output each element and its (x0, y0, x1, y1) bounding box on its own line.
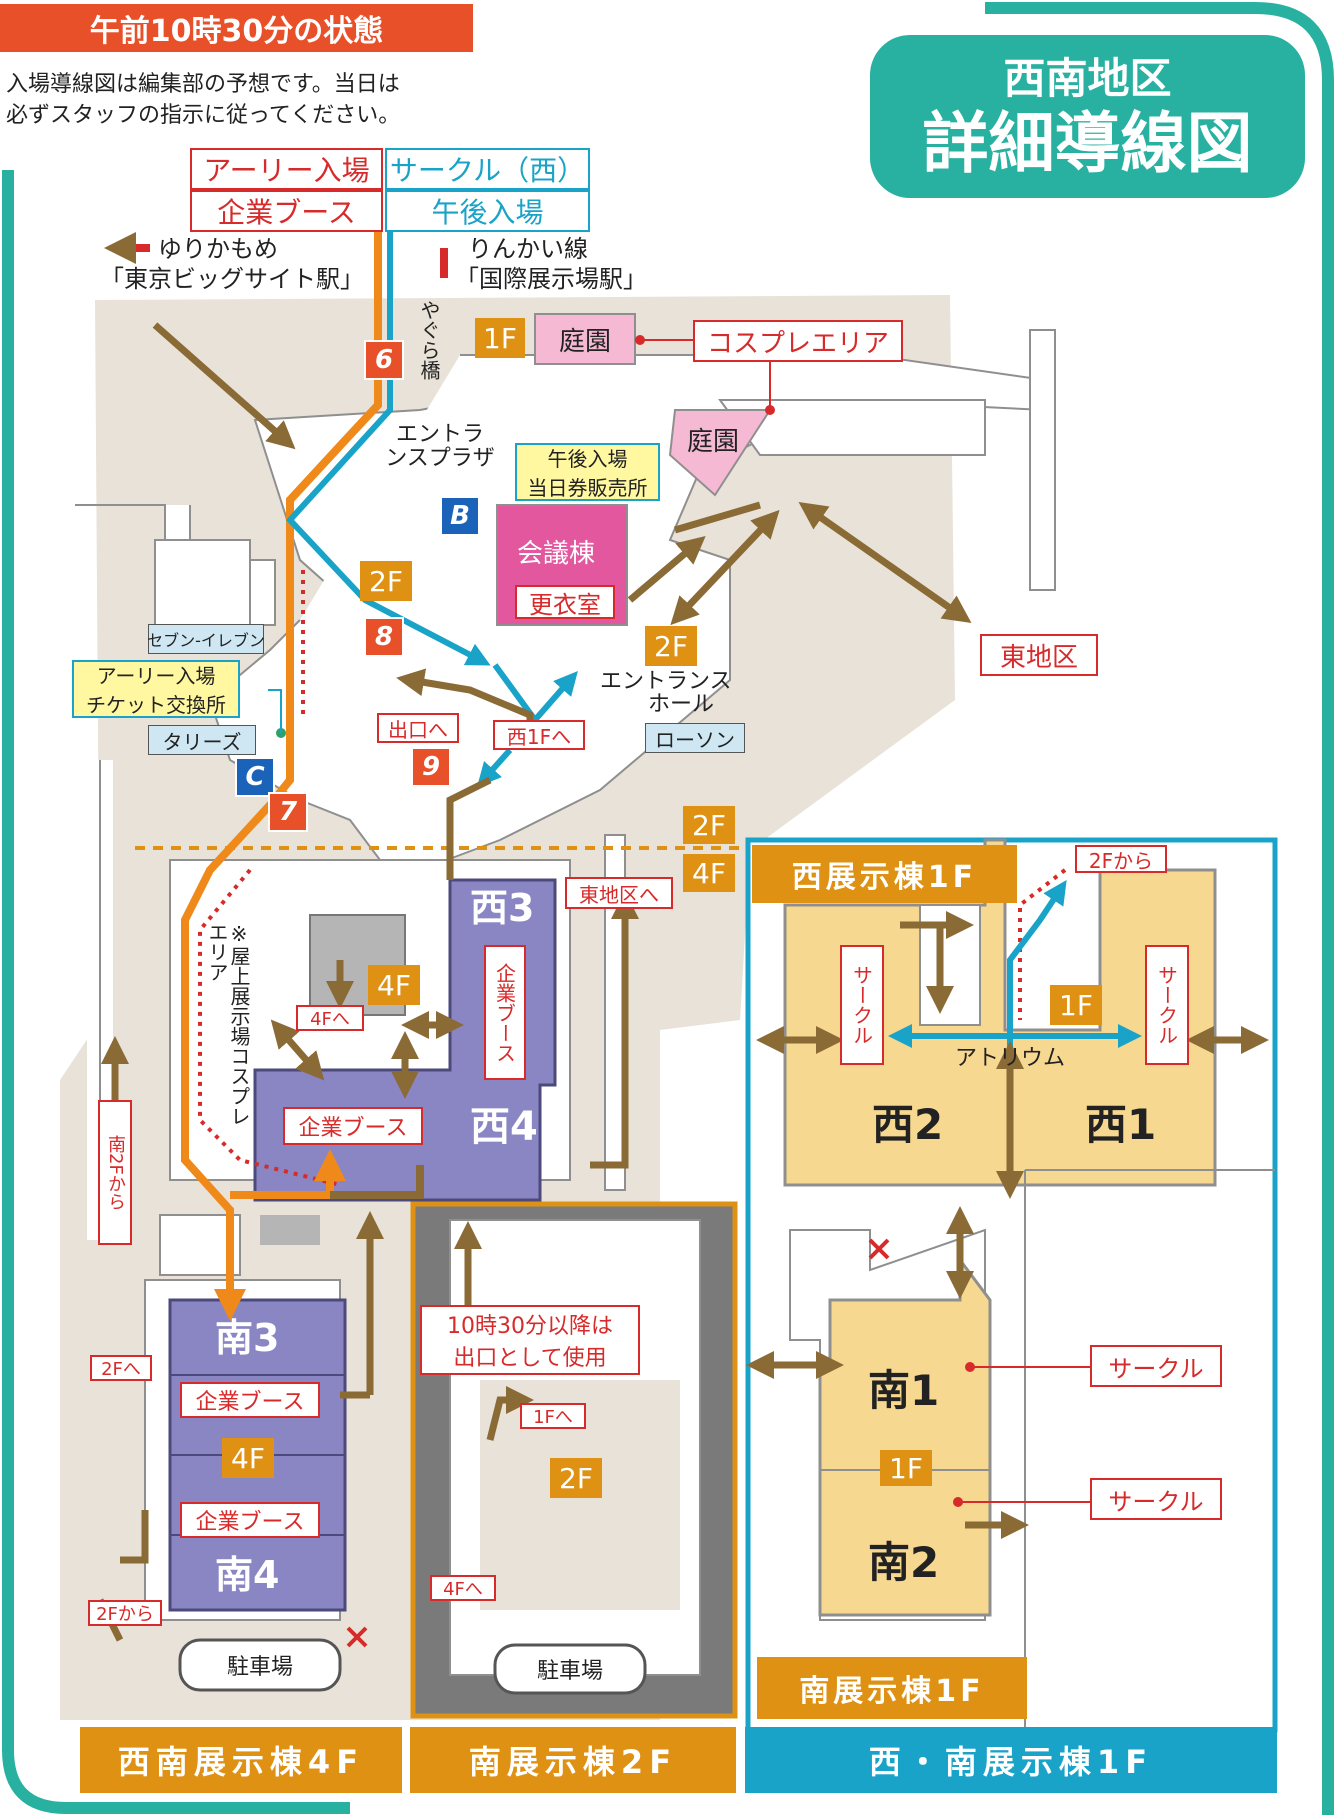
conference-label: 会議棟 (517, 539, 596, 569)
west-1f-atrium: アトリウム (955, 1046, 1066, 1071)
to-4f-label: 4Fへ (296, 1005, 364, 1031)
exit-note-line-1: 10時30分以降は (447, 1314, 613, 1339)
disclaimer-line-2: 必ずスタッフの指示に従ってください。 (6, 103, 401, 128)
rinkai-name: りんかい線 (468, 235, 588, 263)
west-4f-label: 4F (368, 965, 420, 1005)
yagura-bridge: やぐら橋 (417, 300, 441, 380)
changing-room-label: 更衣室 (515, 585, 615, 619)
east-area-label: 東地区 (980, 634, 1098, 676)
floor-2f-a: 2F (360, 561, 412, 601)
garden-floor-1f: 1F (475, 318, 525, 358)
to-1f-label: 1Fへ (520, 1403, 586, 1429)
corp-booth-south3: 企業ブース (180, 1382, 320, 1418)
gate-9-badge: 9 (411, 747, 451, 787)
afternoon-ticket-booth: 午後入場 当日券販売所 (515, 443, 660, 501)
from-south-2f-label: 南2Fから (98, 1100, 132, 1245)
south2-label: 南2 (868, 1538, 940, 1587)
south-2f-label: 2F (550, 1458, 602, 1498)
teal-frame-left (2, 170, 350, 1814)
south-4f-label: 4F (222, 1438, 274, 1478)
south-1f-floor: 1F (880, 1450, 932, 1486)
gate-c-badge: C (235, 757, 275, 797)
exit-to-label: 出口へ (377, 713, 459, 743)
gate-7-badge: 7 (268, 792, 308, 832)
teal-frame-right (985, 2, 1334, 1815)
entrance-hall-line-2: ホール (648, 692, 715, 717)
entrance-plaza-label: エントランスプラザ (385, 422, 495, 472)
tullys-label: タリーズ (148, 725, 256, 755)
west3-label: 西3 (470, 886, 535, 930)
yurikamome-station: 「東京ビッグサイト駅」 (100, 265, 364, 293)
garden-label: 庭園 (558, 326, 611, 357)
to-2f-label: 2Fへ (90, 1355, 152, 1381)
west2-label: 西2 (872, 1100, 944, 1149)
to-east-area-label: 東地区へ (565, 877, 673, 909)
south-1f-circle-2: サークル (1090, 1478, 1222, 1520)
legend-corporate-booth: 企業ブース (190, 190, 383, 232)
title-line-2: 詳細導線図 (922, 105, 1253, 182)
parking-left-label: 駐車場 (226, 1655, 293, 1680)
gate-6-badge: 6 (364, 340, 404, 380)
corp-booth-west3: 企業ブース (484, 945, 526, 1080)
south-1f-title: 南展示棟1F (757, 1657, 1027, 1719)
garden2-label: 庭園 (687, 427, 740, 457)
exit-note: 10時30分以降は 出口として使用 (420, 1305, 640, 1375)
west-1f-to-label: 西1Fへ (493, 720, 585, 750)
seven-eleven-label: セブン-イレブン (147, 624, 265, 654)
disclaimer-line-1: 入場導線図は編集部の予想です。当日は (6, 72, 400, 97)
yurikamome-name: ゆりかもめ (158, 235, 278, 263)
early-ticket-line-2: チケット交換所 (86, 693, 226, 717)
exit-note-line-2: 出口として使用 (453, 1346, 607, 1371)
early-ticket-line-1: アーリー入場 (96, 664, 216, 688)
divider-2f: 2F (683, 806, 735, 844)
south4-label: 南4 (215, 1553, 280, 1597)
afternoon-ticket-line-1: 午後入場 (547, 447, 628, 471)
footer-west-south-4f: 西南展示棟4F (80, 1727, 402, 1793)
lawson-label: ローソン (645, 723, 745, 753)
floor-2f-b: 2F (645, 626, 697, 666)
title-line-1: 西南地区 (1003, 53, 1172, 103)
status-time-text: 午前10時30分の状態 (89, 14, 384, 49)
west1-label: 西1 (1085, 1100, 1157, 1149)
early-ticket-exchange: アーリー入場 チケット交換所 (72, 660, 240, 718)
footer-west-south-1f: 西・南展示棟1F (745, 1727, 1277, 1793)
west-1f-title: 西展示棟1F (752, 845, 1017, 903)
west-1f-circle-left: サークル (840, 945, 884, 1065)
west4-label: 西4 (470, 1104, 538, 1150)
gate-8-badge: 8 (364, 617, 404, 657)
parking-mid-label: 駐車場 (536, 1659, 603, 1684)
footer-south-2f: 南展示棟2F (410, 1727, 736, 1793)
divider-4f: 4F (683, 854, 735, 892)
legend-afternoon-entry: 午後入場 (385, 190, 590, 232)
south1-label: 南1 (868, 1366, 940, 1415)
from-2f-left-label: 2Fから (88, 1600, 162, 1626)
legend-circle-west: サークル（西） (385, 148, 590, 190)
entrance-hall-line-1: エントランス (600, 669, 732, 694)
west-1f-floor: 1F (1050, 985, 1102, 1025)
west-1f-circle-right: サークル (1145, 945, 1189, 1065)
south3-label: 南3 (215, 1316, 280, 1360)
status-time-banner: 午前10時30分の状態 (0, 4, 473, 52)
rinkai-station: 「国際展示場駅」 (455, 265, 647, 293)
west-1f-from-2f: 2Fから (1075, 845, 1167, 873)
corp-booth-south4: 企業ブース (180, 1502, 320, 1538)
rooftop-note: ※屋上展示場コスプレエリア (205, 922, 251, 1126)
gate-b-badge: B (440, 496, 480, 536)
afternoon-ticket-line-2: 当日券販売所 (527, 476, 648, 500)
title-card (870, 35, 1305, 198)
cosplay-area-label: コスプレエリア (693, 320, 903, 362)
legend-early-entry: アーリー入場 (190, 148, 383, 190)
to-4f-south-label: 4Fへ (430, 1575, 496, 1601)
corp-booth-west4: 企業ブース (283, 1107, 423, 1145)
south-1f-circle-1: サークル (1090, 1345, 1222, 1387)
